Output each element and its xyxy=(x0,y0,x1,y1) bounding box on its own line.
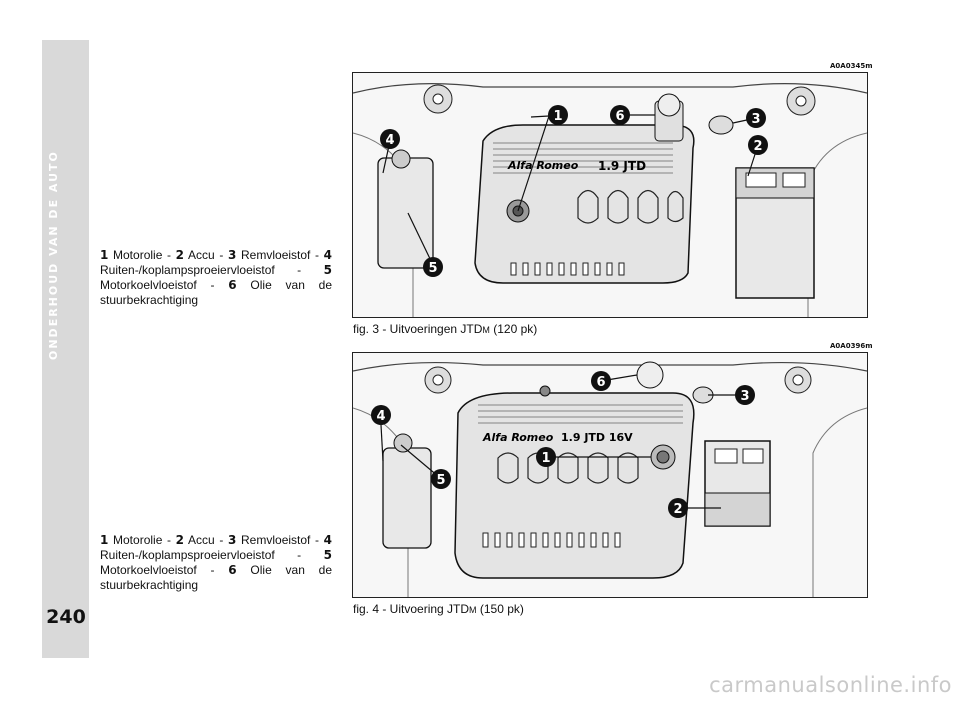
callout-badge: 5 xyxy=(431,469,451,489)
svg-text:5: 5 xyxy=(428,261,437,276)
power-steering-reservoir xyxy=(654,93,684,142)
battery xyxy=(704,440,771,527)
page-number: 240 xyxy=(46,606,86,628)
svg-text:6: 6 xyxy=(596,375,605,390)
engine-label: 1.9 JTD 16V xyxy=(561,431,633,444)
svg-text:4: 4 xyxy=(376,409,385,424)
callout-badge: 4 xyxy=(380,129,400,149)
svg-text:2: 2 xyxy=(753,139,762,154)
svg-text:6: 6 xyxy=(615,109,624,124)
callout-badge: 1 xyxy=(548,105,568,125)
callout-badge: 6 xyxy=(610,105,630,125)
strut-tower-right xyxy=(786,86,816,116)
svg-text:3: 3 xyxy=(751,112,760,127)
brand-label: Alfa Romeo xyxy=(482,431,554,444)
legend-block-fig3: 1 Motorolie - 2 Accu - 3 Remvloeistof - … xyxy=(100,248,333,307)
oil-filler-cap xyxy=(650,444,676,470)
engine-cover xyxy=(454,392,695,579)
callout-badge: 4 xyxy=(371,405,391,425)
oil-dipstick xyxy=(539,385,551,397)
figure-code-fig4: A0A0396m xyxy=(830,342,873,350)
washer-reservoir xyxy=(377,157,434,269)
callout-badge: 6 xyxy=(591,371,611,391)
strut-tower-left xyxy=(423,84,453,114)
svg-text:5: 5 xyxy=(436,473,445,488)
figure-fig3-engine: Alfa Romeo 1.9 JTD xyxy=(352,72,868,318)
brake-fluid-reservoir xyxy=(708,115,734,135)
callout-badge: 2 xyxy=(748,135,768,155)
figure-caption-fig4: fig. 4 - Uitvoering JTDM (150 pk) xyxy=(353,602,524,616)
side-strip xyxy=(42,40,89,658)
figure-code-fig3: A0A0345m xyxy=(830,62,873,70)
washer-reservoir xyxy=(382,447,432,549)
strut-tower-left xyxy=(424,366,452,394)
callout-badge: 3 xyxy=(746,108,766,128)
callout-badge: 5 xyxy=(423,257,443,277)
power-steering-reservoir xyxy=(636,361,664,389)
figure-fig4-engine: Alfa Romeo 1.9 JTD 16V xyxy=(352,352,868,598)
brand-label: Alfa Romeo xyxy=(507,159,579,172)
callout-badge: 2 xyxy=(668,498,688,518)
figure-caption-fig3: fig. 3 - Uitvoeringen JTDM (120 pk) xyxy=(353,322,538,336)
section-title: ONDERHOUD VAN DE AUTO xyxy=(47,150,60,360)
svg-text:2: 2 xyxy=(673,502,682,517)
svg-text:1: 1 xyxy=(541,451,550,466)
watermark: carmanualsonline.info xyxy=(709,673,952,697)
callout-badge: 3 xyxy=(735,385,755,405)
engine-cover xyxy=(474,124,695,284)
engine-label: 1.9 JTD xyxy=(598,159,646,173)
callout-badge: 1 xyxy=(536,447,556,467)
svg-text:1: 1 xyxy=(553,109,562,124)
legend-block-fig4: 1 Motorolie - 2 Accu - 3 Remvloeistof - … xyxy=(100,533,333,592)
strut-tower-right xyxy=(784,366,812,394)
battery xyxy=(735,167,815,299)
svg-text:3: 3 xyxy=(740,389,749,404)
svg-text:4: 4 xyxy=(385,133,394,148)
